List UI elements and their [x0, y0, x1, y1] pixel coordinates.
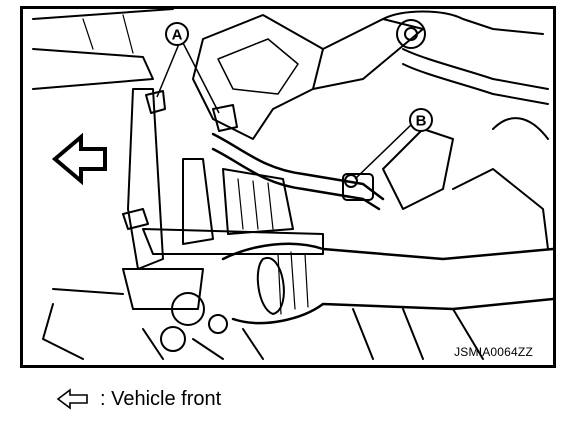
lower-fitting	[171, 292, 205, 326]
leader-a-2	[180, 38, 220, 114]
tube-bracket	[382, 128, 454, 210]
clamp-b	[344, 174, 358, 188]
quick-connector	[342, 173, 374, 201]
leader-b	[354, 122, 414, 180]
hollow-left-arrow-icon	[56, 388, 88, 410]
crossmember	[142, 228, 324, 255]
leader-a-1	[156, 38, 182, 98]
legend: : Vehicle front	[56, 384, 221, 414]
figure-code: JSMIA0064ZZ	[454, 345, 533, 359]
engine-diagram-figure: A B JSMIA0064ZZ	[20, 6, 556, 368]
svg-text:A: A	[172, 27, 183, 44]
callout-b: B	[409, 108, 433, 132]
vehicle-front-arrow-icon	[51, 132, 107, 186]
callout-a: A	[165, 22, 189, 46]
fuel-tube	[211, 132, 385, 201]
bolt-a-right	[212, 104, 238, 132]
legend-text: : Vehicle front	[100, 387, 222, 410]
hose-fitting	[396, 19, 426, 49]
engine-illustration: A B	[32, 9, 553, 360]
svg-text:B: B	[416, 113, 427, 130]
upper-bracket	[192, 14, 324, 140]
frame-member	[32, 9, 174, 90]
bolt-a-left	[145, 90, 166, 114]
left-bracket	[127, 88, 164, 270]
drive-shaft	[221, 242, 553, 261]
